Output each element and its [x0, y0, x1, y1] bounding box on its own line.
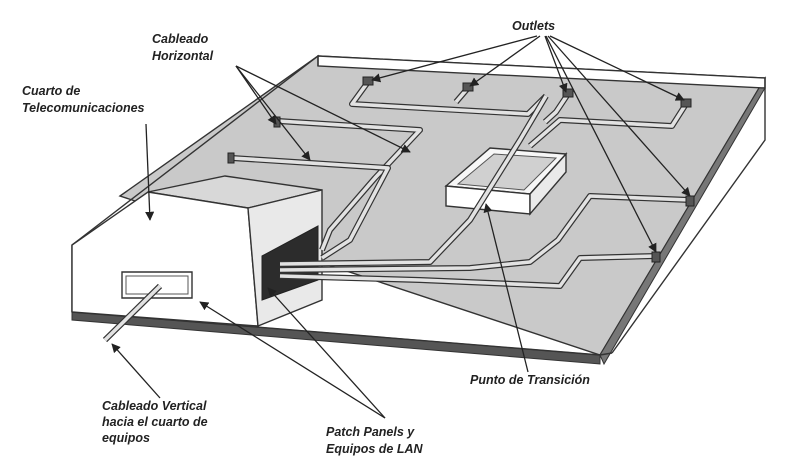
- right-wall-base: [599, 352, 613, 356]
- telecom-room: [71, 175, 323, 328]
- transition-box-inner: [456, 153, 558, 191]
- arrow-outlets-6: [545, 35, 657, 253]
- transition-box-side: [529, 152, 567, 216]
- right-wall-edge: [611, 78, 766, 354]
- label-vertical-line3: equipos: [102, 431, 150, 445]
- vertical-cable: [102, 283, 163, 343]
- outlet-box-4: [680, 98, 692, 108]
- arrow-cuarto: [145, 123, 155, 221]
- label-punto-transicion: Punto de Transición: [470, 373, 590, 387]
- arrow-patch-1: [199, 301, 386, 419]
- outlet-box-8: [227, 152, 235, 164]
- callouts: [111, 35, 691, 419]
- label-outlets: Outlets: [512, 19, 555, 33]
- label-patch-line1: Patch Panels y: [326, 425, 415, 439]
- labels: Outlets Cableado Horizontal Cuarto de Te…: [22, 19, 590, 456]
- arrow-patch-2: [267, 287, 386, 419]
- arrow-horizontal-3: [235, 65, 411, 153]
- label-cuarto-line2: Telecomunicaciones: [22, 101, 145, 115]
- outlet-box-2: [462, 82, 474, 92]
- label-vertical-line1: Cableado Vertical: [102, 399, 207, 413]
- arrow-transicion: [483, 203, 529, 373]
- outlet-box-1: [362, 76, 374, 86]
- left-wall-edge: [71, 54, 319, 246]
- outlet-box-3: [562, 88, 574, 98]
- arrow-outlets-2: [469, 35, 541, 87]
- arrow-outlets-1: [371, 35, 538, 83]
- label-vertical-line2: hacia el cuarto de: [102, 415, 208, 429]
- arrow-horizontal-1: [235, 65, 277, 125]
- label-cableado-horizontal-line1: Cableado: [152, 32, 209, 46]
- label-cuarto-line1: Cuarto de: [22, 84, 80, 98]
- arrow-outlets-4: [549, 35, 685, 101]
- equipment-rack-inner: [125, 275, 189, 295]
- outlet-box-5: [685, 195, 695, 207]
- outlet-box-6: [651, 251, 661, 263]
- label-cableado-horizontal-line2: Horizontal: [152, 49, 214, 63]
- outlet-boxes: [227, 76, 695, 263]
- transition-box: [444, 147, 568, 216]
- arrow-outlets-5: [547, 35, 691, 197]
- horizontal-cabling: [231, 80, 691, 289]
- telecom-room-front: [71, 191, 259, 327]
- arrow-outlets-3: [544, 35, 568, 93]
- arrow-horizontal-2: [235, 65, 311, 161]
- label-patch-line2: Equipos de LAN: [326, 442, 424, 456]
- arrow-vertical: [111, 343, 161, 399]
